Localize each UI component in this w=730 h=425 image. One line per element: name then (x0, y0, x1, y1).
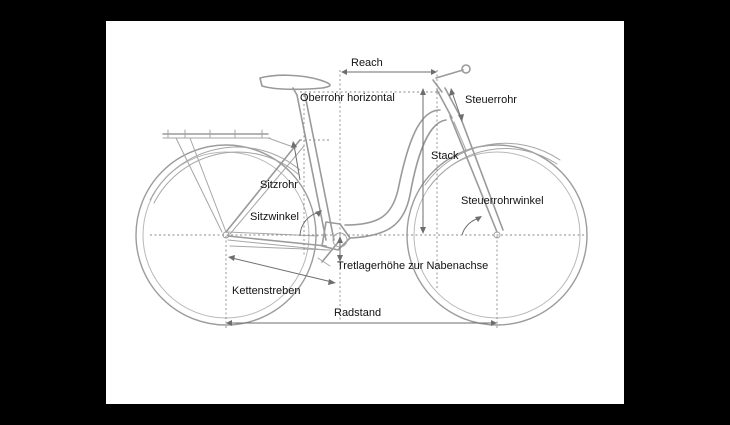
label-bb-height: Tretlagerhöhe zur Nabenachse (337, 260, 488, 272)
label-seat-angle: Sitzwinkel (250, 211, 299, 223)
label-head-tube-angle: Steuerrohrwinkel (461, 195, 544, 207)
label-chainstays: Kettenstreben (232, 285, 301, 297)
label-wheelbase: Radstand (334, 307, 381, 319)
rear-fender (149, 146, 301, 204)
construction-lines (150, 70, 585, 330)
label-reach: Reach (351, 57, 383, 69)
label-stack: Stack (431, 150, 459, 162)
label-seat-tube: Sitzrohr (260, 179, 298, 191)
bike-frame (225, 64, 504, 267)
rear-rack (162, 129, 297, 233)
label-head-tube: Steuerrohr (465, 94, 517, 106)
diagram-panel (106, 21, 624, 404)
label-top-tube-horizontal: Oberrohr horizontal (300, 92, 395, 104)
measurement-lines (226, 69, 497, 326)
front-fender (424, 142, 561, 190)
